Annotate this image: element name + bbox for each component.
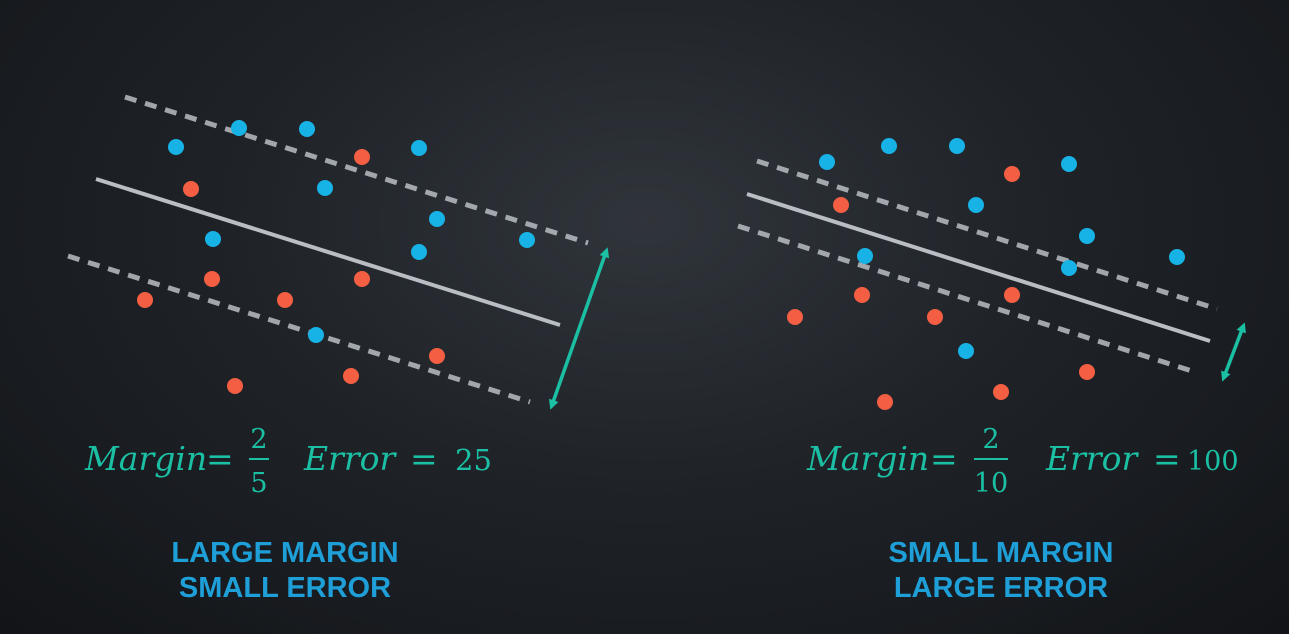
right-formula: Margin = 2 10 Error = 100 <box>806 424 1239 499</box>
margin-equals: = <box>930 439 958 478</box>
margin-label: Margin <box>806 439 929 478</box>
red-point <box>354 149 370 165</box>
margin-denominator: 10 <box>974 468 1008 499</box>
margin-equals: = <box>206 439 234 478</box>
right-upper-margin-line <box>756 158 1218 312</box>
red-point <box>787 309 803 325</box>
blue-point <box>317 180 333 196</box>
right-panel: Margin = 2 10 Error = 100 SMALL MARGIN L… <box>737 138 1246 604</box>
blue-point <box>168 139 184 155</box>
blue-point <box>958 343 974 359</box>
left-lower-margin-line <box>67 253 531 405</box>
error-label: Error <box>1045 439 1140 478</box>
error-value: 100 <box>1187 446 1239 477</box>
margin-numerator: 2 <box>982 424 999 455</box>
red-point <box>854 287 870 303</box>
error-label: Error <box>303 439 398 478</box>
blue-point <box>968 197 984 213</box>
blue-point <box>819 154 835 170</box>
blue-point <box>1169 249 1185 265</box>
left-decision-boundary <box>95 177 561 327</box>
blue-point <box>429 211 445 227</box>
error-equals: = <box>410 439 438 478</box>
blue-point <box>411 140 427 156</box>
red-point <box>204 271 220 287</box>
right-lower-margin-line <box>737 223 1199 376</box>
red-point <box>927 309 943 325</box>
red-point <box>993 384 1009 400</box>
red-point <box>833 197 849 213</box>
red-point <box>1079 364 1095 380</box>
red-point <box>227 378 243 394</box>
red-point <box>1004 287 1020 303</box>
blue-point <box>308 327 324 343</box>
left-caption-line1: LARGE MARGIN <box>171 537 398 569</box>
blue-point <box>857 248 873 264</box>
blue-point <box>1061 156 1077 172</box>
margin-label: Margin <box>84 439 207 478</box>
left-caption-line2: SMALL ERROR <box>179 572 391 604</box>
blue-point <box>299 121 315 137</box>
red-point <box>343 368 359 384</box>
left-upper-margin-line <box>124 94 589 246</box>
error-equals: = <box>1153 439 1181 478</box>
margin-numerator: 2 <box>250 424 267 455</box>
left-panel: Margin = 2 5 Error = 25 LARGE MARGIN SMA… <box>67 94 610 604</box>
blue-point <box>949 138 965 154</box>
right-caption-line1: SMALL MARGIN <box>888 537 1113 569</box>
red-point <box>429 348 445 364</box>
blue-point <box>411 244 427 260</box>
blue-point <box>1079 228 1095 244</box>
red-point <box>183 181 199 197</box>
left-formula: Margin = 2 5 Error = 25 <box>84 424 492 499</box>
right-decision-boundary <box>746 192 1211 343</box>
error-value: 25 <box>455 443 492 477</box>
blue-point <box>881 138 897 154</box>
margin-denominator: 5 <box>250 468 267 499</box>
red-point <box>877 394 893 410</box>
red-point <box>354 271 370 287</box>
blue-point <box>519 232 535 248</box>
red-point <box>277 292 293 308</box>
red-point <box>1004 166 1020 182</box>
blue-point <box>205 231 221 247</box>
blue-point <box>1061 260 1077 276</box>
left-margin-arrow <box>548 247 610 410</box>
right-margin-arrow <box>1221 322 1246 382</box>
red-point <box>137 292 153 308</box>
blue-point <box>231 120 247 136</box>
right-caption-line2: LARGE ERROR <box>894 572 1108 604</box>
